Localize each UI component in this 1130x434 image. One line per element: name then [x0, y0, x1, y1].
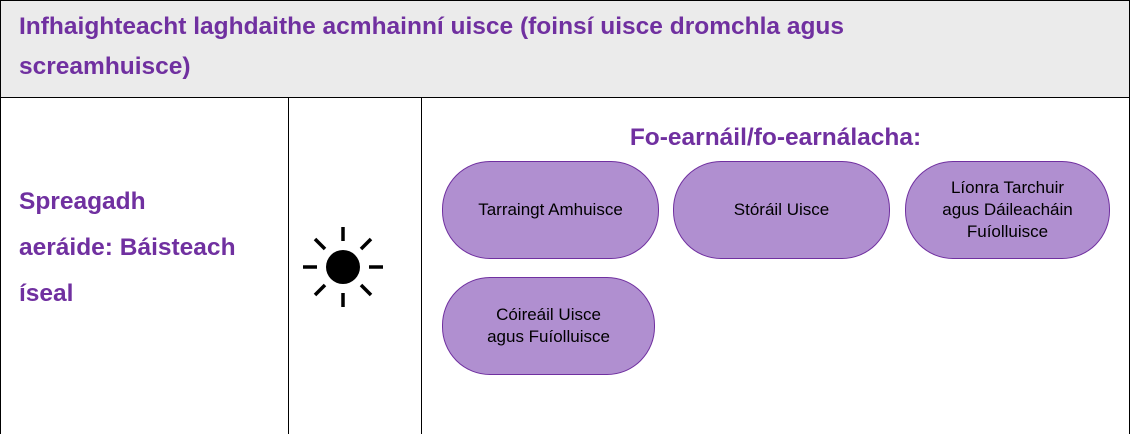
subsector-label: agus Fuíolluisce [487, 327, 610, 346]
column-divider-1 [288, 98, 289, 434]
climate-driver-label: Spreagadh aeráide: Báisteach íseal [19, 179, 279, 317]
table-header: Infhaighteacht laghdaithe acmhainní uisc… [1, 1, 1129, 98]
subsector-label: Líonra Tarchuir [950, 178, 1065, 197]
subsector-pill-abstraction: Tarraingt Amhuisce [442, 161, 659, 259]
subsector-pill-treatment: Cóireáil Uisce agus Fuíolluisce [442, 277, 655, 375]
subsector-label: agus Dáileacháin [942, 200, 1073, 219]
impact-title-line-1: Infhaighteacht laghdaithe acmhainní uisc… [19, 13, 844, 40]
subsector-label: Fuíolluisce [966, 222, 1049, 241]
climate-driver-line-3: íseal [19, 280, 74, 307]
impact-title: Infhaighteacht laghdaithe acmhainní uisc… [19, 7, 1119, 87]
subsector-label: Cóireáil Uisce [496, 305, 601, 324]
climate-driver-line-2: aeráide: Báisteach [19, 234, 236, 261]
subsector-pill-network: Líonra Tarchuir agus Dáileacháin Fuíollu… [905, 161, 1110, 259]
climate-driver-line-1: Spreagadh [19, 188, 146, 215]
subsector-pill-storage: Stóráil Uisce [673, 161, 890, 259]
column-divider-2 [421, 98, 422, 434]
subsector-label: Stóráil Uisce [733, 200, 830, 219]
sun-icon [303, 227, 383, 307]
subsector-label: Tarraingt Amhuisce [478, 200, 623, 219]
impact-title-line-2: screamhuisce) [19, 53, 191, 80]
subsector-heading: Fo-earnáil/fo-earnálacha: [629, 124, 922, 151]
